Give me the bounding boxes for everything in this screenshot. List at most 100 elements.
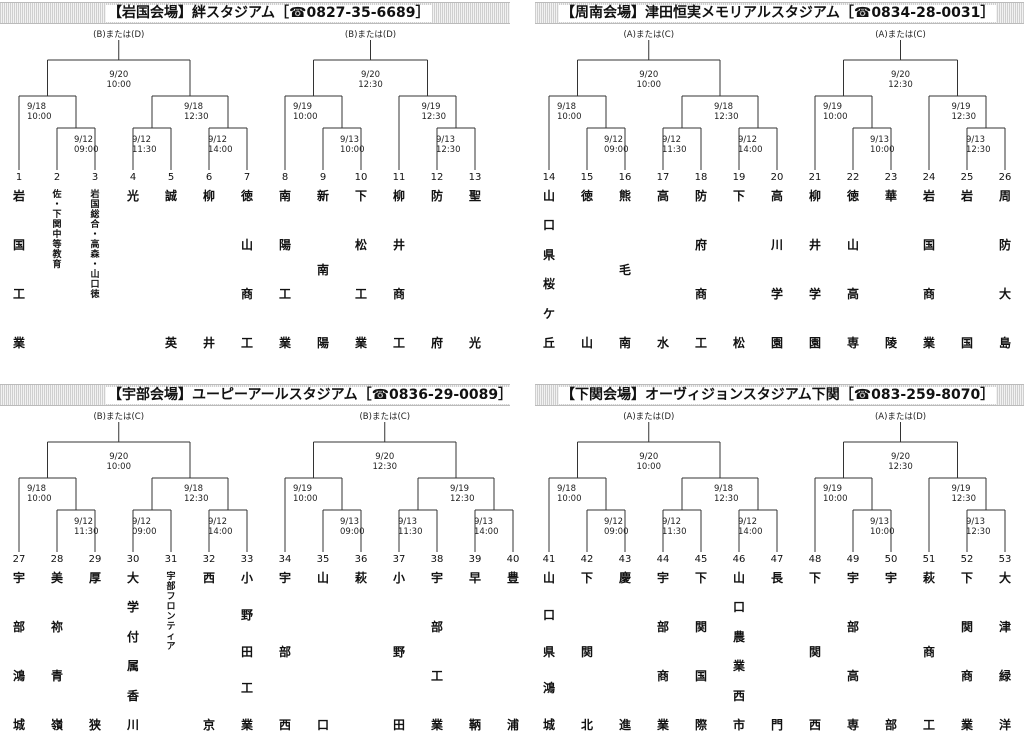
seed-number: 19 [732,172,746,183]
team-name: 徳山 [580,189,594,350]
seed-number: 17 [656,172,670,183]
match-time-label: (B)または(D) [344,30,397,40]
team-name: 防府商工 [694,189,708,350]
seed-number: 26 [998,172,1012,183]
team-name: 下松 [732,189,746,350]
team-name: 早鞆 [468,571,482,732]
seed-number: 6 [205,172,213,183]
venue-title: 【下関会場】オーヴィジョンスタジアム下関［☎083-259-8070］ [559,387,997,404]
seed-number: 13 [468,172,482,183]
team-name: 大津緑洋 [998,571,1012,732]
team-name: 佐・下関中等教育 [52,190,62,270]
team-name: 萩商工 [922,571,936,732]
team-name: 小野田工業 [240,571,254,732]
team-name: 宇部商業 [656,571,670,732]
seed-number: 15 [580,172,594,183]
team-name: 宇部工業 [430,571,444,732]
team-name: 岩国総合・高森・山口徳 [90,190,100,300]
seed-number: 1 [15,172,23,183]
bracket-lines [548,422,778,552]
seed-number: 35 [316,554,330,565]
team-name: 山口 [316,571,330,732]
team-name: 高水 [656,189,670,350]
seed-number: 27 [12,554,26,565]
seed-number: 24 [922,172,936,183]
team-name: 山口農業西市 [732,571,746,732]
seed-number: 51 [922,554,936,565]
team-name: 聖光 [468,189,482,350]
team-name: 岩国 [960,189,974,350]
seed-number: 46 [732,554,746,565]
seed-number: 3 [91,172,99,183]
seed-number: 12 [430,172,444,183]
team-name: 防府 [430,189,444,350]
seed-number: 10 [354,172,368,183]
bracket-lines [18,40,248,170]
team-name: 宇部高専 [846,571,860,732]
seed-number: 38 [430,554,444,565]
header-shunan: 【周南会場】津田恒実メモリアルスタジアム［☎0834-28-0031］ [535,2,1024,24]
seed-number: 32 [202,554,216,565]
seed-number: 20 [770,172,784,183]
header-shimonoseki: 【下関会場】オーヴィジョンスタジアム下関［☎083-259-8070］ [535,384,1024,406]
seed-number: 36 [354,554,368,565]
bracket-lines [284,422,514,552]
team-name: 厚狭 [88,571,102,732]
seed-number: 25 [960,172,974,183]
team-name: 下松工業 [354,189,368,350]
seed-number: 7 [243,172,251,183]
seed-number: 29 [88,554,102,565]
team-name: 徳山商工 [240,189,254,350]
match-time-label: (A)または(D) [874,412,927,422]
team-name: 宇部フロンティア [166,572,176,652]
seed-number: 39 [468,554,482,565]
team-name: 熊毛南 [618,189,632,350]
match-time-label: (B)または(C) [93,412,145,422]
team-name: 誠英 [164,189,178,350]
team-name: 柳井 [202,189,216,350]
seed-number: 16 [618,172,632,183]
team-name: 萩 [354,571,368,585]
seed-number: 18 [694,172,708,183]
seed-number: 47 [770,554,784,565]
bracket-lines [284,40,476,170]
bracket-lines [18,422,248,552]
team-name: 宇部鴻城 [12,571,26,732]
team-name: 山口県鴻城 [542,571,556,732]
seed-number: 33 [240,554,254,565]
team-name: 岩国工業 [12,189,26,350]
team-name: 長門 [770,571,784,732]
team-name: 柳井商工 [392,189,406,350]
venue-title: 【宇部会場】ユーピーアールスタジアム［☎0836-29-0089］ [106,387,515,404]
team-name: 下関北 [580,571,594,732]
venue-title: 【岩国会場】絆スタジアム［☎0827-35-6689］ [106,5,432,22]
team-name: 大学付属香川 [126,571,140,732]
seed-number: 23 [884,172,898,183]
seed-number: 22 [846,172,860,183]
team-name: 光 [126,189,140,203]
team-name: 下関国際 [694,571,708,732]
seed-number: 40 [506,554,520,565]
